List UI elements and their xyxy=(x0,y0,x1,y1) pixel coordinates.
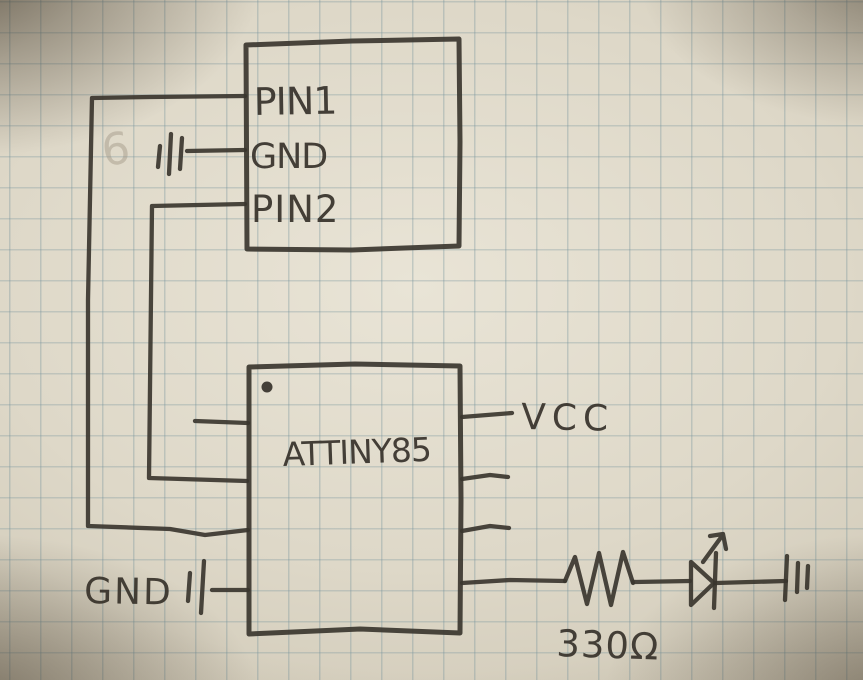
wire-gnd-top xyxy=(184,147,248,154)
ground-symbol-right xyxy=(782,553,811,603)
label-pin1: PIN1 xyxy=(253,79,336,124)
label-vcc: VCC xyxy=(521,397,615,440)
label-gnd-bottom: GND xyxy=(84,571,173,614)
label-resistor-value: 330Ω xyxy=(556,622,660,669)
ground-symbol-bottom xyxy=(185,558,207,616)
nc-stub-right-2 xyxy=(459,523,512,534)
wire-pin2 xyxy=(146,201,250,484)
ground-symbol-top xyxy=(155,131,185,177)
nc-stub-right-1 xyxy=(459,472,511,482)
attiny85-outline xyxy=(246,361,464,637)
resistor-symbol xyxy=(562,549,636,608)
label-pin2: PIN2 xyxy=(251,188,339,231)
nc-stub-left xyxy=(192,418,251,426)
label-gnd-top: GND xyxy=(250,137,327,177)
wire-output xyxy=(459,577,568,586)
label-attiny85: ATTINY85 xyxy=(282,430,432,474)
pencil-mark-6: 6 xyxy=(98,122,133,176)
wire-resistor-to-led xyxy=(630,578,693,585)
led-cathode-bar xyxy=(711,550,719,611)
vcc-lead xyxy=(459,410,515,420)
pin1-dot-marker xyxy=(261,381,273,393)
wire-led-to-ground xyxy=(713,578,789,586)
led-symbol xyxy=(688,559,717,608)
